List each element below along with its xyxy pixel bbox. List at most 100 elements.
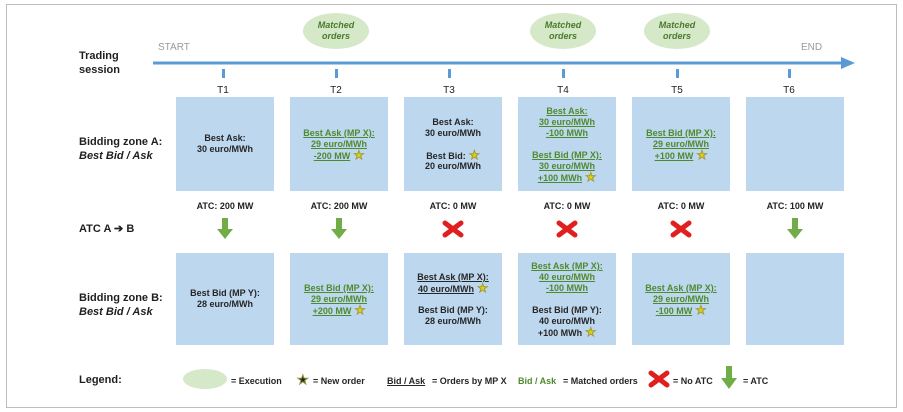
zone-a-title: Bidding zone A: [79, 136, 163, 148]
zone-a-line: Best Bid: ★ [426, 148, 480, 162]
zone-b-line: -100 MWh [545, 283, 588, 293]
legend-execution-oval [183, 369, 227, 389]
atc-value-t3: ATC: 0 MW [429, 201, 477, 211]
tick-t6 [788, 69, 791, 78]
zone-a-label: Bidding zone A: Best Bid / Ask [79, 135, 162, 163]
time-label-t6: T6 [783, 85, 795, 96]
tick-t3 [448, 69, 451, 78]
zone-a-box-t1: Best Ask:30 euro/MWh [176, 97, 274, 191]
zone-b-line: 29 euro/MWh [652, 294, 709, 304]
zone-a-line: Best Bid (MP X): [532, 150, 602, 160]
legend-arrow-icon [721, 366, 737, 389]
zone-a-line: 30 euro/MWh [196, 144, 253, 154]
star-icon: ★ [692, 303, 707, 317]
star-icon: ★ [473, 281, 489, 295]
legend-orders-mp-x: = Orders by MP X [432, 376, 507, 386]
tick-t2 [335, 69, 338, 78]
atc-value-t1: ATC: 200 MW [196, 201, 254, 211]
star-icon: ★ [350, 148, 365, 162]
legend-matched-sample: Bid / Ask [518, 376, 557, 386]
zone-a-line: Best Ask: [432, 117, 474, 127]
atc-value-t5: ATC: 0 MW [657, 201, 705, 211]
zone-b-line: 40 euro/MWh [538, 316, 595, 326]
zone-b-line: +200 MW ★ [312, 303, 366, 317]
zone-a-line: Best Ask: [546, 106, 588, 116]
trading-session-line2: session [79, 64, 120, 76]
legend-cross-icon [648, 370, 670, 388]
legend-star-icon: ★ [297, 372, 309, 387]
zone-b-line: Best Bid (MP Y): [190, 288, 260, 298]
tick-t4 [562, 69, 565, 78]
zone-a-line: Best Ask (MP X): [303, 128, 375, 138]
zone-b-subtitle: Best Bid / Ask [79, 306, 153, 318]
start-label: START [158, 42, 190, 53]
zone-a-box-t2: Best Ask (MP X):29 euro/MWh-200 MW ★ [290, 97, 388, 191]
time-label-t1: T1 [217, 85, 229, 96]
timeline-arrow [153, 57, 855, 69]
zone-b-line: 40 euro/MWh [538, 272, 595, 282]
zone-b-box-t3: Best Ask (MP X):40 euro/MWh ★Best Bid (M… [404, 253, 502, 345]
atc-row-label: ATC A ➔ B [79, 222, 134, 236]
zone-b-title: Bidding zone B: [79, 292, 163, 304]
star-icon: ★ [465, 148, 480, 162]
zone-b-box-t6 [746, 253, 844, 345]
zone-a-line: -100 MWh [545, 128, 588, 138]
zone-b-line: -100 MW ★ [655, 303, 707, 317]
legend-atc: = ATC [743, 376, 769, 386]
zone-b-line: Best Bid (MP Y): [532, 305, 602, 315]
atc-row-to: B [126, 223, 135, 235]
zone-b-line: Best Ask (MP X): [645, 283, 717, 293]
zone-b-line: Best Bid (MP Y): [418, 305, 488, 315]
star-icon: ★ [582, 325, 597, 339]
zone-a-subtitle: Best Bid / Ask [79, 150, 153, 162]
zone-a-line: 20 euro/MWh [424, 161, 481, 171]
zone-b-line: 29 euro/MWh [310, 294, 367, 304]
time-label-t3: T3 [443, 85, 455, 96]
zone-a-line: 29 euro/MWh [310, 139, 367, 149]
end-label: END [801, 42, 823, 53]
zone-a-line: 30 euro/MWh [538, 117, 595, 127]
cross-icon [404, 218, 502, 240]
star-icon: ★ [693, 148, 708, 162]
time-label-t5: T5 [671, 85, 683, 96]
star-icon: ★ [582, 170, 597, 184]
zone-b-label: Bidding zone B: Best Bid / Ask [79, 291, 163, 319]
legend-no-atc: = No ATC [673, 376, 713, 386]
atc-value-t2: ATC: 200 MW [310, 201, 368, 211]
zone-a-box-t5: Best Bid (MP X):29 euro/MWh+100 MW ★ [632, 97, 730, 191]
zone-a-line: 29 euro/MWh [652, 139, 709, 149]
zone-b-line: Best Bid (MP X): [304, 283, 374, 293]
zone-a-line: 30 euro/MWh [424, 128, 481, 138]
trading-session-line1: Trading [79, 50, 119, 62]
star-icon: ★ [351, 303, 366, 317]
zone-a-line: Best Ask: [204, 133, 246, 143]
right-arrow-icon: ➔ [114, 223, 124, 235]
zone-b-box-t1: Best Bid (MP Y):28 euro/MWh [176, 253, 274, 345]
zone-a-line: -200 MW ★ [313, 148, 365, 162]
zone-b-line: +100 MWh ★ [537, 325, 597, 339]
zone-a-line: +100 MWh ★ [537, 170, 597, 184]
time-label-t2: T2 [330, 85, 342, 96]
atc-value-t6: ATC: 100 MW [766, 201, 824, 211]
legend-matched-orders: = Matched orders [563, 376, 638, 386]
zone-b-box-t2: Best Bid (MP X):29 euro/MWh+200 MW ★ [290, 253, 388, 345]
zone-b-line: 28 euro/MWh [196, 299, 253, 309]
cross-icon [632, 218, 730, 240]
atc-value-t4: ATC: 0 MW [543, 201, 591, 211]
tick-t1 [222, 69, 225, 78]
down-arrow-icon [746, 218, 844, 240]
zone-a-line: Best Bid (MP X): [646, 128, 716, 138]
legend-new-order: = New order [313, 376, 365, 386]
legend-orders-sample: Bid / Ask [387, 376, 426, 386]
tick-t5 [676, 69, 679, 78]
zone-b-line: 28 euro/MWh [424, 316, 481, 326]
legend-title: Legend: [79, 374, 122, 386]
cross-icon [518, 218, 616, 240]
zone-b-line: Best Ask (MP X): [417, 272, 489, 282]
zone-a-line: 30 euro/MWh [538, 161, 595, 171]
time-label-t4: T4 [557, 85, 569, 96]
